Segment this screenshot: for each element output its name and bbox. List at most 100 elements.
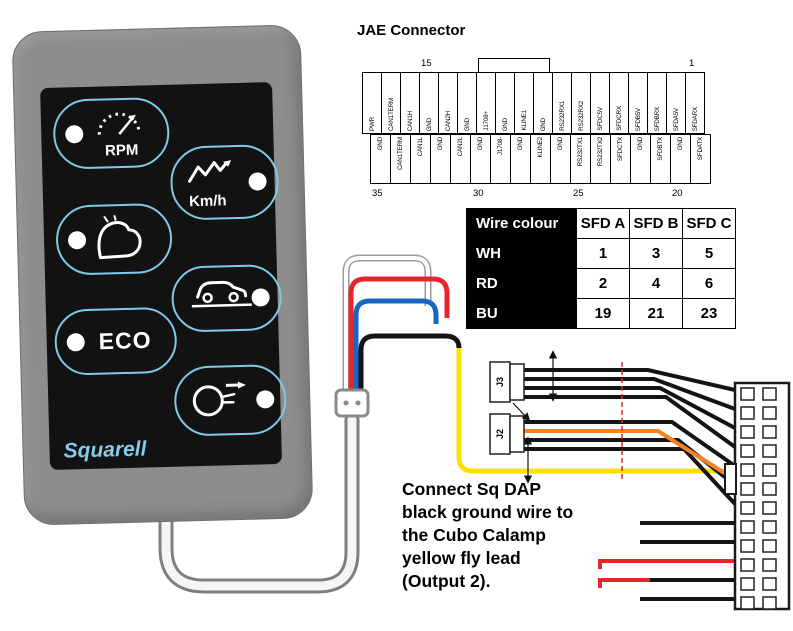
j3-label: J3 (495, 377, 505, 387)
red-wire (348, 276, 450, 392)
wire-colour-table: Wire colour SFD A SFD B SFD C WH 1 3 5 R… (466, 208, 736, 329)
squarell-device: RPM Km/h (11, 24, 314, 526)
jae-pin: CAN2L (450, 134, 471, 184)
jae-pin: GND (670, 134, 691, 184)
table-cell: 21 (629, 298, 683, 329)
jae-pin: RS232RX1 (552, 72, 572, 134)
breakout-connector (334, 388, 370, 418)
indicator-dot (65, 125, 84, 144)
head-arrow-icon (192, 381, 246, 417)
speed-zigzag-icon (188, 160, 232, 183)
jae-pin: GND (630, 134, 651, 184)
vehicle-button (170, 263, 283, 333)
indicator-dot (251, 288, 270, 307)
table-cell: 23 (682, 298, 736, 329)
j3-connector: J3 (489, 361, 525, 403)
table-header-sfd-b: SFD B (629, 208, 683, 239)
blue-wire (353, 298, 439, 392)
table-row: BU 19 21 23 (466, 298, 736, 329)
rpm-label: RPM (104, 141, 139, 160)
jae-pin: CAN1L (410, 134, 431, 184)
table-cell: 1 (576, 238, 630, 269)
jae-pin: GND (510, 134, 531, 184)
eco-button: ECO (53, 306, 178, 376)
indicator-dot (256, 390, 275, 409)
eco-label: ECO (98, 326, 152, 355)
black-ground-wire (358, 333, 462, 392)
jae-pin: GND (430, 134, 451, 184)
table-cell: 2 (576, 268, 630, 299)
j2-label: J2 (495, 429, 505, 439)
j2-connector: J2 (489, 413, 525, 455)
pin-number: 15 (421, 58, 432, 69)
pin-number: 20 (672, 188, 683, 199)
note-line: yellow fly lead (402, 548, 521, 569)
jae-pin: J1708- (490, 134, 511, 184)
jae-pin: SFDCRX (609, 72, 629, 134)
table-row: WH 1 3 5 (466, 238, 736, 269)
note-line: the Cubo Calamp (402, 525, 546, 546)
jae-pin: CAN1H (400, 72, 420, 134)
squarell-logo: Squarell (63, 437, 147, 463)
pin-number: 30 (473, 188, 484, 199)
table-header-sfd-a: SFD A (576, 208, 630, 239)
jae-pin: GND (550, 134, 571, 184)
indicator-dot (67, 230, 87, 250)
jae-top-pin-row: PWR CAN1TERM CAN1H GND CAN2H GND J1708+ … (362, 72, 705, 134)
table-row: RD 2 4 6 (466, 268, 736, 299)
jae-pin: SFDC5V (590, 72, 610, 134)
jae-pin: KLINE2 (530, 134, 551, 184)
jae-pin: SFDARX (685, 72, 705, 134)
pin-number: 1 (689, 58, 695, 69)
jae-pin: CAN2H (438, 72, 458, 134)
table-cell: 5 (682, 238, 736, 269)
table-cell: 6 (682, 268, 736, 299)
rpm-button: RPM (52, 96, 171, 170)
jae-pin: KLINE1 (514, 72, 534, 134)
table-cell: 4 (629, 268, 683, 299)
white-wire (342, 254, 432, 392)
instruction-note: Connect Sq DAP black ground wire to the … (402, 478, 573, 593)
table-cell: 19 (576, 298, 630, 329)
jae-pin: GND (495, 72, 515, 134)
indicator-dot (66, 333, 85, 352)
muscle-arm-icon (97, 214, 142, 260)
jae-pin: RS232RX2 (571, 72, 591, 134)
note-line: black ground wire to (402, 502, 574, 523)
jae-bottom-pin-row: GND CAN1TERM CAN1L GND CAN2L GND J1708- … (370, 134, 711, 184)
jae-pin: RS232TX1 (570, 134, 591, 184)
indicator-dot (248, 172, 267, 191)
lower-wire-bundle (598, 521, 735, 601)
jae-pin: SFDCTX (610, 134, 631, 184)
wire-row-label: RD (466, 268, 577, 299)
jae-pin: J1708+ (476, 72, 496, 134)
orange-wire (524, 429, 728, 476)
jae-pin: RS232TX2 (590, 134, 611, 184)
note-line: (Output 2). (402, 571, 491, 592)
jae-pin: SFDA5V (666, 72, 686, 134)
jae-pin: PWR (362, 72, 382, 134)
wire-row-label: BU (466, 298, 577, 329)
table-cell: 3 (629, 238, 683, 269)
jae-pin: GND (419, 72, 439, 134)
kmh-button: Km/h (169, 143, 280, 221)
car-icon (191, 280, 252, 308)
jae-pin: SFDB5V (628, 72, 648, 134)
pin-number: 35 (372, 188, 383, 199)
driver-behaviour-button (173, 363, 288, 437)
jae-pin: GND (470, 134, 491, 184)
kmh-label: Km/h (188, 192, 227, 211)
annotation-arrows (512, 350, 558, 484)
jae-pin: GND (370, 134, 391, 184)
jae-pin: GND (457, 72, 477, 134)
jae-pin: CAN1TERM (381, 72, 401, 134)
rpm-gauge-icon (97, 112, 141, 135)
jae-pin: SFDATX (690, 134, 711, 184)
jae-pin: SFDBRX (647, 72, 667, 134)
yellow-fly-lead (456, 348, 737, 474)
jae-connector-title: JAE Connector (357, 22, 466, 39)
wire-row-label: WH (466, 238, 577, 269)
j3-wires (524, 368, 737, 449)
power-button (55, 202, 173, 276)
